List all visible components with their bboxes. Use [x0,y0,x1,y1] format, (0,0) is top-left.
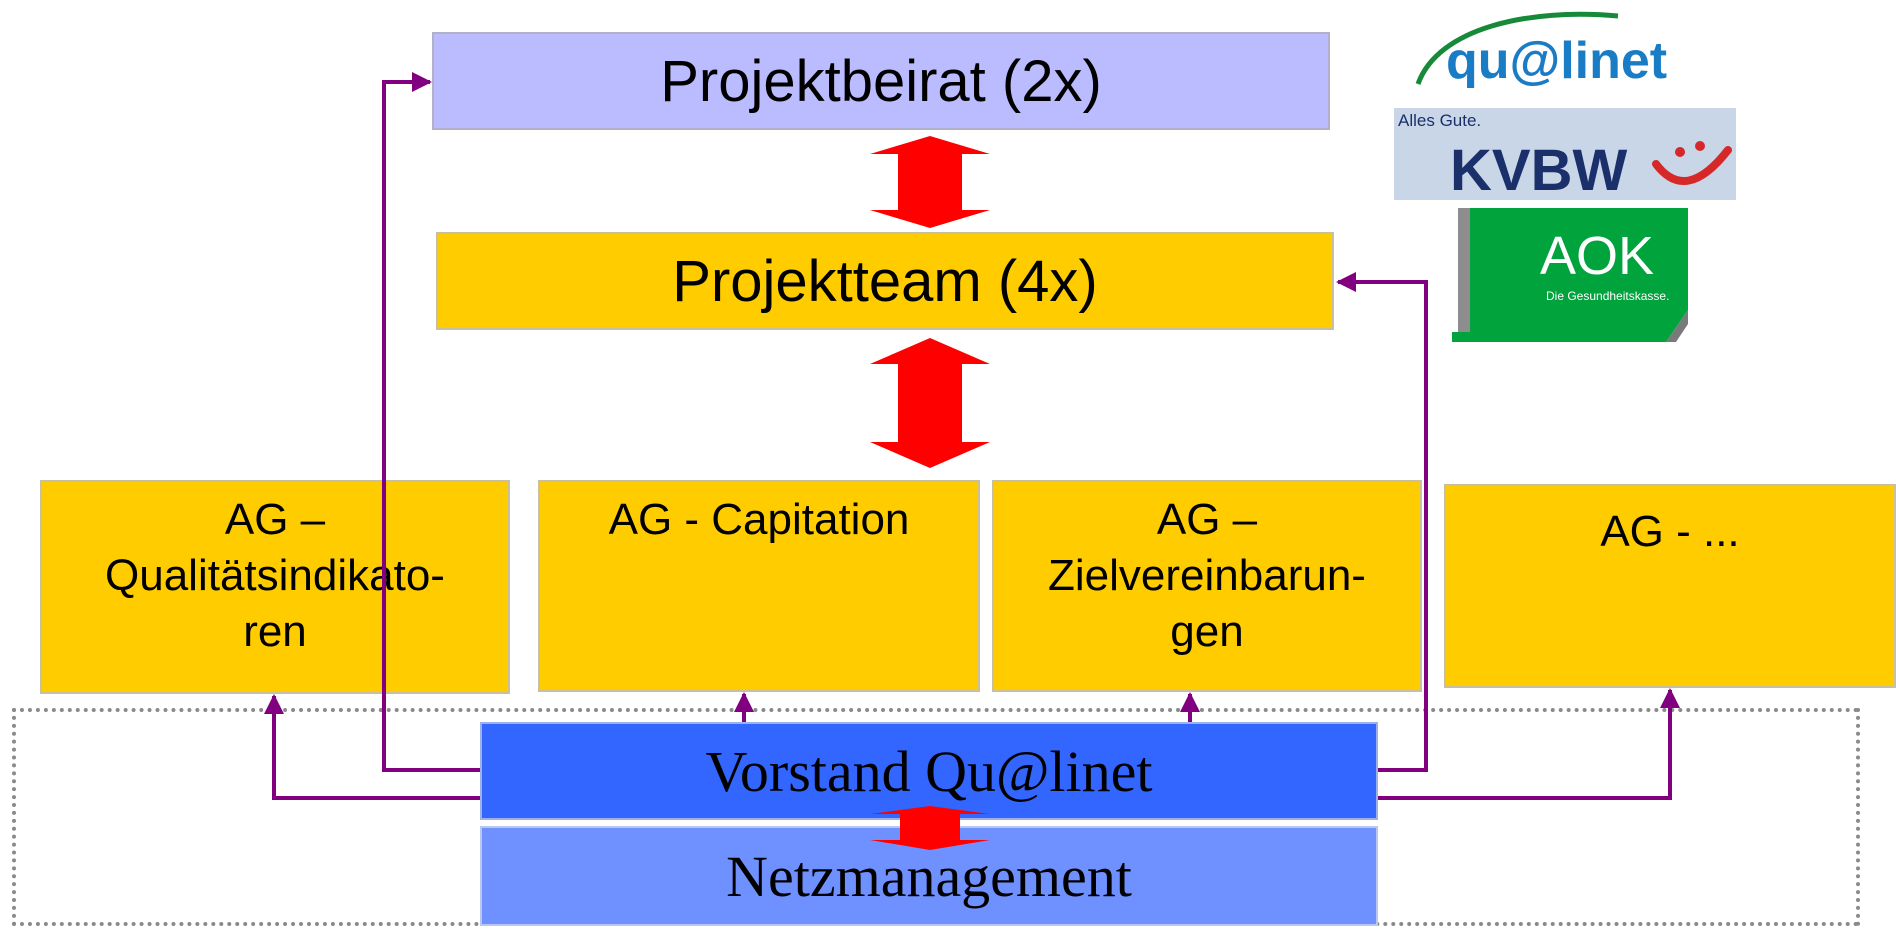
kvbw-tagline: Alles Gute. [1398,111,1481,130]
projektbeirat-label: Projektbeirat (2x) [660,48,1102,114]
smile-icon [1652,146,1732,185]
qualinet-logo: qu@linet [1415,11,1667,88]
ag-more-box[interactable]: AG - ... [1444,484,1896,688]
netzmanagement-label: Netzmanagement [726,843,1132,909]
team-ag-double-arrow [870,338,990,468]
vorstand-to-ag1-connector [264,694,480,800]
ag-capitation-box[interactable]: AG - Capitation [538,480,980,692]
beirat-team-double-arrow [870,136,990,228]
ag-qualitaetsindikatoren-box[interactable]: AG – Qualitätsindikato- ren [40,480,510,694]
aok-logo-text: AOK [1540,226,1654,286]
ag-ziel-line3: gen [1170,607,1244,656]
kvbw-logo-text: KVBW [1450,138,1627,200]
vorstand-to-team-connector [1336,272,1428,772]
vorstand-to-ag4-connector [1378,688,1680,800]
ag-ziel-line2: Zielvereinbarun- [1048,551,1366,600]
smile-eye-right [1695,141,1705,151]
projektteam-box[interactable]: Projektteam (4x) [436,232,1334,330]
vorstand-to-beirat-connector [382,72,480,772]
projektbeirat-box[interactable]: Projektbeirat (2x) [432,32,1330,130]
aok-tagline: Die Gesundheitskasse. [1546,289,1669,303]
vorstand-netz-double-arrow [870,806,990,850]
ag-qualitaet-line2: Qualitätsindikato- [105,551,445,600]
vorstand-label: Vorstand Qu@linet [705,738,1153,804]
ag-zielvereinbarungen-box[interactable]: AG – Zielvereinbarun- gen [992,480,1422,692]
smile-eye-left [1675,147,1685,157]
netzmanagement-box[interactable]: Netzmanagement [480,826,1378,926]
ag-ziel-line1: AG – [1156,495,1258,544]
ag-more-label: AG - ... [1600,507,1740,556]
ag-qualitaet-line3: ren [243,607,307,656]
aok-logo: AOK Die Gesundheitskasse. [1452,208,1688,342]
projektteam-label: Projektteam (4x) [672,248,1098,314]
ag-capitation-label: AG - Capitation [608,495,910,544]
kvbw-logo: Alles Gute. KVBW [1394,108,1736,200]
qualinet-logo-text: qu@linet [1446,32,1667,88]
ag-qualitaet-line1: AG – [224,495,326,544]
